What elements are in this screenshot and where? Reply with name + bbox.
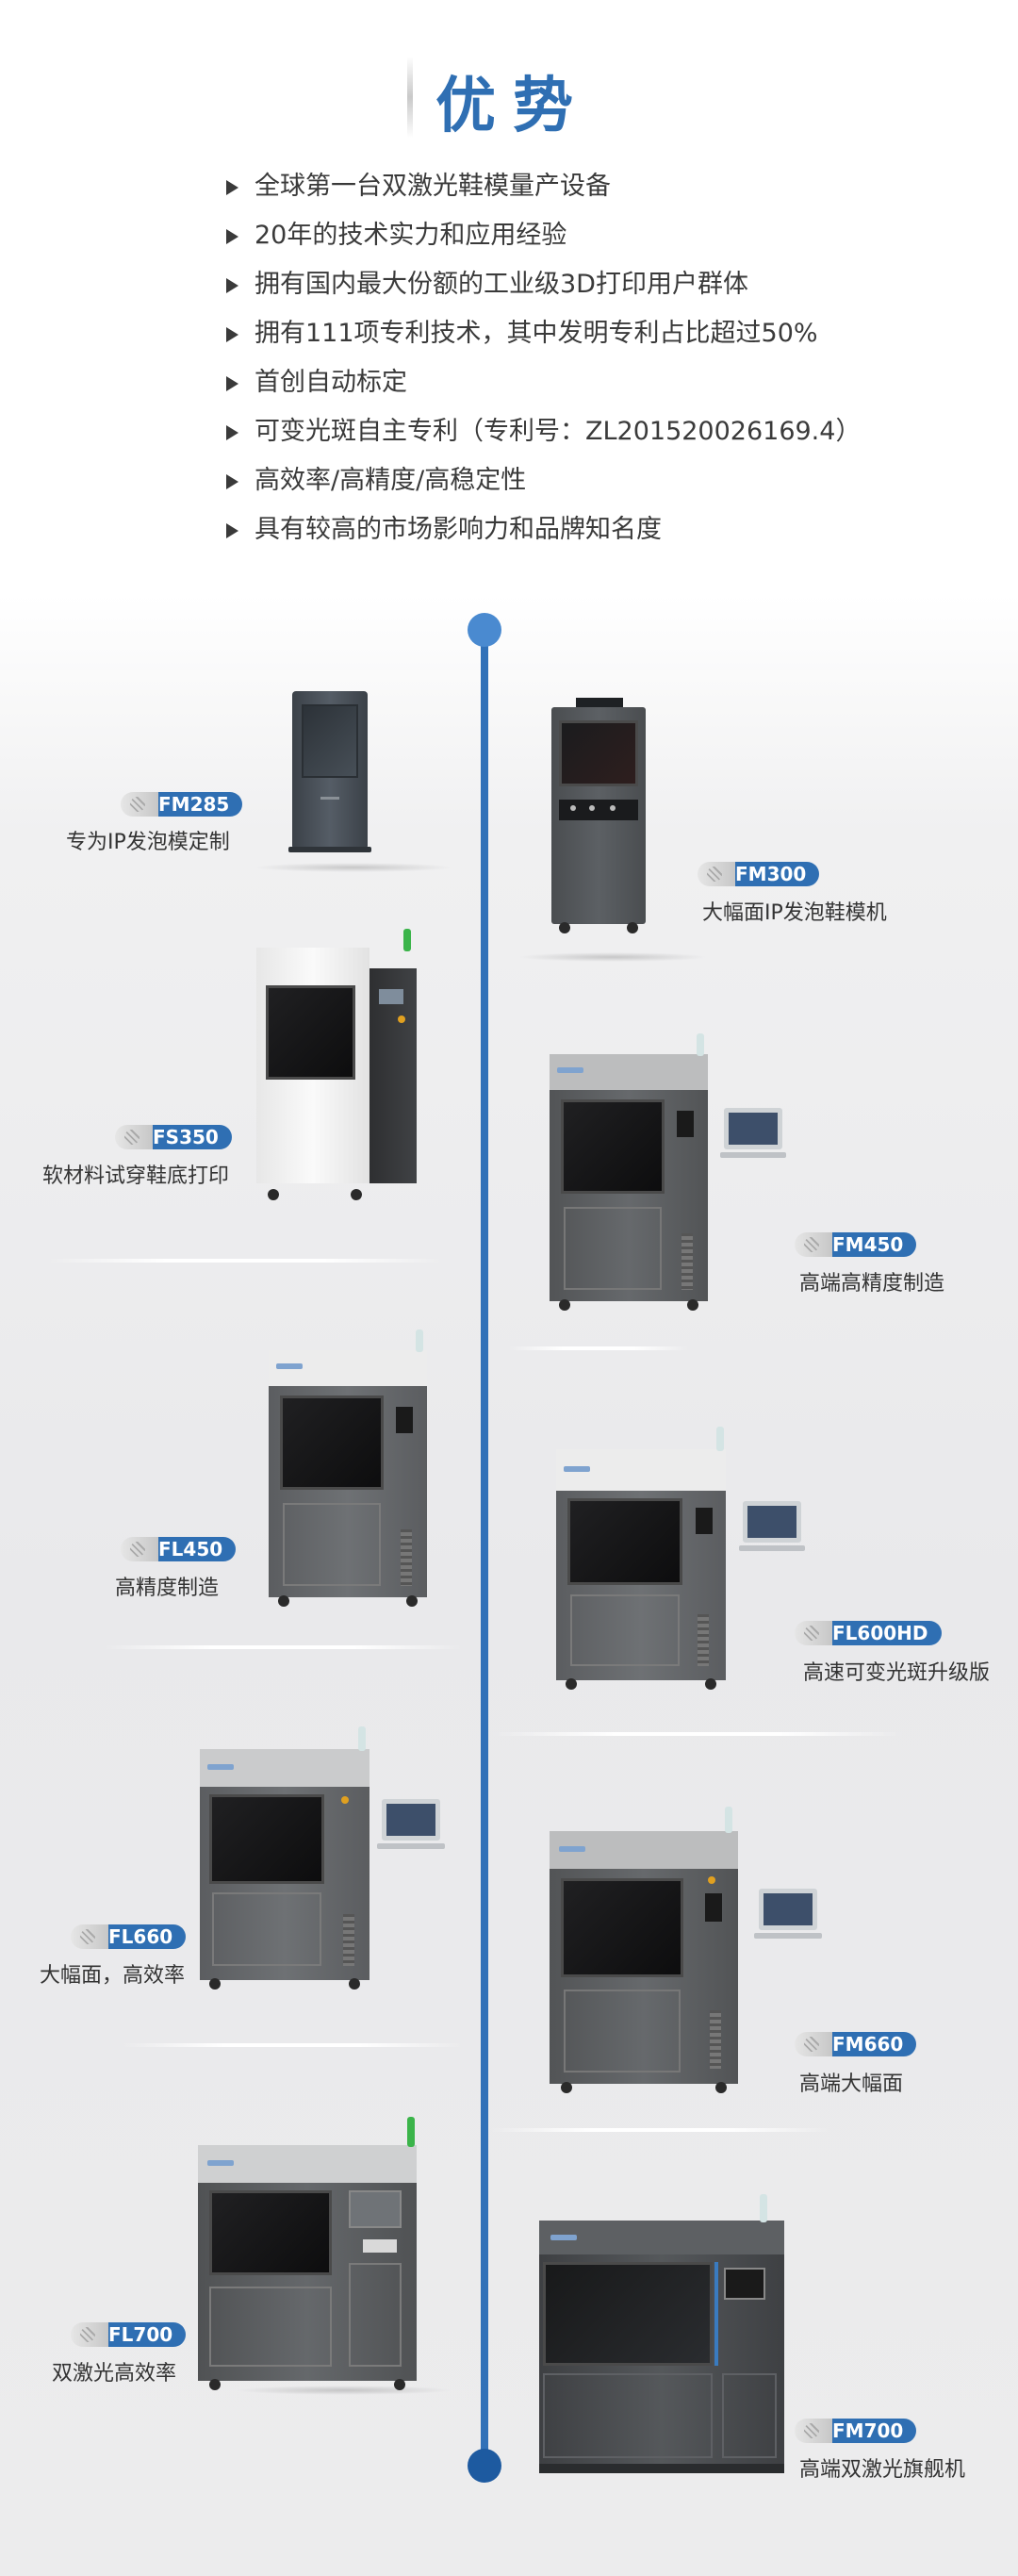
floor-glow-line [490,2128,829,2132]
fs350-machine-image [256,929,417,1200]
monitor-image [724,1108,782,1149]
product-model-label: FL450 [145,1537,237,1561]
triangle-arrow-icon [226,278,238,293]
fl660-badge: FL660 [71,1924,187,1949]
advantage-text: 20年的技术实力和应用经验 [254,221,567,250]
striped-pill-icon [71,1924,108,1949]
triangle-arrow-icon [226,180,238,195]
fm285-badge: FM285 [121,792,243,817]
advantage-item: 全球第一台双激光鞋模量产设备 [226,168,861,217]
fm300-badge: FM300 [698,862,820,886]
fl450-machine-image [269,1329,427,1607]
floor-shadow [236,2386,452,2395]
striped-pill-icon [698,862,735,886]
striped-pill-icon [71,2322,108,2347]
timeline-start-dot [468,613,501,647]
fm700-badge: FM700 [795,2419,917,2443]
striped-pill-icon [795,2419,832,2443]
product-model-label: FL660 [95,1924,187,1949]
advantage-item: 拥有111项专利技术，其中发明专利占比超过50% [226,315,861,364]
monitor-image [382,1799,440,1841]
fm450-machine-image [550,1033,708,1311]
advantage-item: 首创自动标定 [226,364,861,413]
floor-glow-line [123,2043,462,2047]
product-model-label: FM300 [722,862,820,886]
advantage-item: 可变光斑自主专利（专利号：ZL201520026169.4） [226,413,861,462]
product-description: 专为IP发泡模定制 [66,831,230,854]
advantage-text: 具有较高的市场影响力和品牌知名度 [254,515,662,544]
fm450-badge: FM450 [795,1232,917,1257]
fl700-badge: FL700 [71,2322,187,2347]
advantage-text: 可变光斑自主专利（专利号：ZL201520026169.4） [254,417,862,446]
product-description: 大幅面，高效率 [40,1964,186,1988]
floor-glow-line [490,1732,905,1736]
product-model-label: FS350 [140,1125,232,1149]
advantage-text: 高效率/高精度/高稳定性 [254,466,527,495]
fl700-machine-image [198,2117,417,2390]
triangle-arrow-icon [226,523,238,538]
floor-glow-line [509,1346,688,1350]
title-divider [407,57,413,138]
fm660-badge: FM660 [795,2032,917,2056]
product-description: 高端高精度制造 [799,1272,945,1296]
monitor-stand [754,1933,822,1939]
product-description: 高速可变光斑升级版 [803,1661,991,1685]
product-model-label: FM450 [819,1232,917,1257]
striped-pill-icon [121,792,158,817]
fm285-machine-image [288,691,371,852]
floor-shadow [518,952,707,962]
fl660-machine-image [200,1726,369,1990]
striped-pill-icon [795,2032,832,2056]
product-description: 高端大幅面 [799,2072,904,2096]
advantage-item: 20年的技术实力和应用经验 [226,217,861,266]
product-description: 高端双激光旗舰机 [799,2458,966,2482]
product-description: 大幅面IP发泡鞋模机 [702,901,887,925]
advantage-text: 拥有国内最大份额的工业级3D打印用户群体 [254,270,748,299]
triangle-arrow-icon [226,376,238,391]
floor-glow-line [104,1645,462,1649]
advantage-text: 拥有111项专利技术，其中发明专利占比超过50% [254,319,818,348]
product-model-label: FM700 [819,2419,917,2443]
fl450-badge: FL450 [121,1537,237,1561]
product-model-label: FL700 [95,2322,187,2347]
advantages-list: 全球第一台双激光鞋模量产设备 20年的技术实力和应用经验 拥有国内最大份额的工业… [226,168,861,560]
striped-pill-icon [115,1125,153,1149]
fm700-machine-image [539,2194,784,2473]
triangle-arrow-icon [226,229,238,244]
striped-pill-icon [121,1537,158,1561]
floor-shadow [254,863,452,872]
product-description: 软材料试穿鞋底打印 [42,1164,230,1188]
product-model-label: FM660 [819,2032,917,2056]
page-title: 优势 [435,72,590,141]
advantage-item: 拥有国内最大份额的工业级3D打印用户群体 [226,266,861,315]
monitor-stand [739,1545,805,1551]
product-model-label: FM285 [145,792,243,817]
fl600hd-badge: FL600HD [795,1621,942,1645]
advantage-item: 高效率/高精度/高稳定性 [226,462,861,511]
product-description: 高精度制造 [115,1577,220,1600]
monitor-stand [720,1152,786,1158]
striped-pill-icon [795,1232,832,1257]
triangle-arrow-icon [226,425,238,440]
timeline-background [0,594,1018,2576]
fm300-machine-image [551,698,646,933]
fs350-badge: FS350 [115,1125,232,1149]
timeline-line [481,627,488,2466]
product-model-label: FL600HD [819,1621,942,1645]
fl600hd-machine-image [556,1427,726,1690]
advantage-item: 具有较高的市场影响力和品牌知名度 [226,511,861,560]
product-description: 双激光高效率 [52,2362,177,2386]
triangle-arrow-icon [226,474,238,489]
timeline-end-dot [468,2449,501,2483]
striped-pill-icon [795,1621,832,1645]
floor-glow-line [47,1259,443,1263]
section-header: 优势 [0,52,1018,146]
advantage-text: 首创自动标定 [254,368,407,397]
monitor-image [759,1889,817,1930]
monitor-image [743,1501,801,1543]
triangle-arrow-icon [226,327,238,342]
advantage-text: 全球第一台双激光鞋模量产设备 [254,172,611,201]
monitor-stand [377,1843,445,1849]
fm660-machine-image [550,1807,738,2093]
